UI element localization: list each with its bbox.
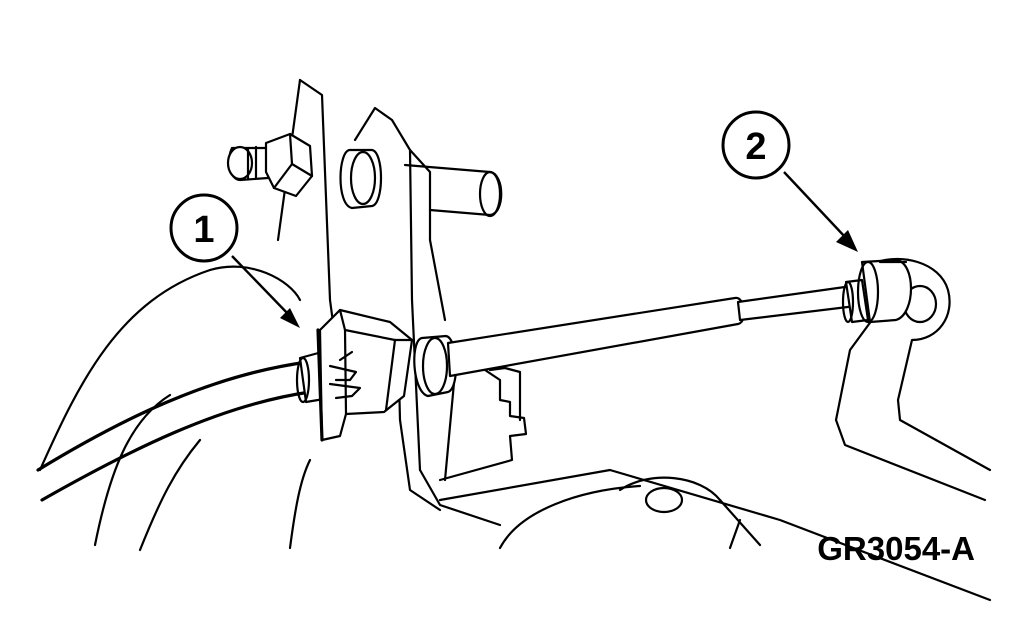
shift-lever bbox=[834, 257, 992, 502]
cable-retaining-clip bbox=[295, 308, 414, 442]
callout-1-circle bbox=[169, 193, 239, 263]
shift-rod bbox=[413, 278, 870, 398]
figure-reference-id: GR3054-A bbox=[817, 530, 975, 567]
mounting-bolt bbox=[226, 132, 382, 210]
callout-2: 2 bbox=[721, 110, 858, 252]
transmission-housing bbox=[38, 265, 992, 602]
shift-bracket bbox=[276, 78, 528, 527]
callout-2-label: 2 bbox=[745, 126, 766, 168]
callout-1: 1 bbox=[169, 193, 300, 328]
callout-1-label: 1 bbox=[193, 209, 214, 251]
callout-2-circle bbox=[721, 110, 791, 180]
shift-cable bbox=[36, 360, 312, 502]
